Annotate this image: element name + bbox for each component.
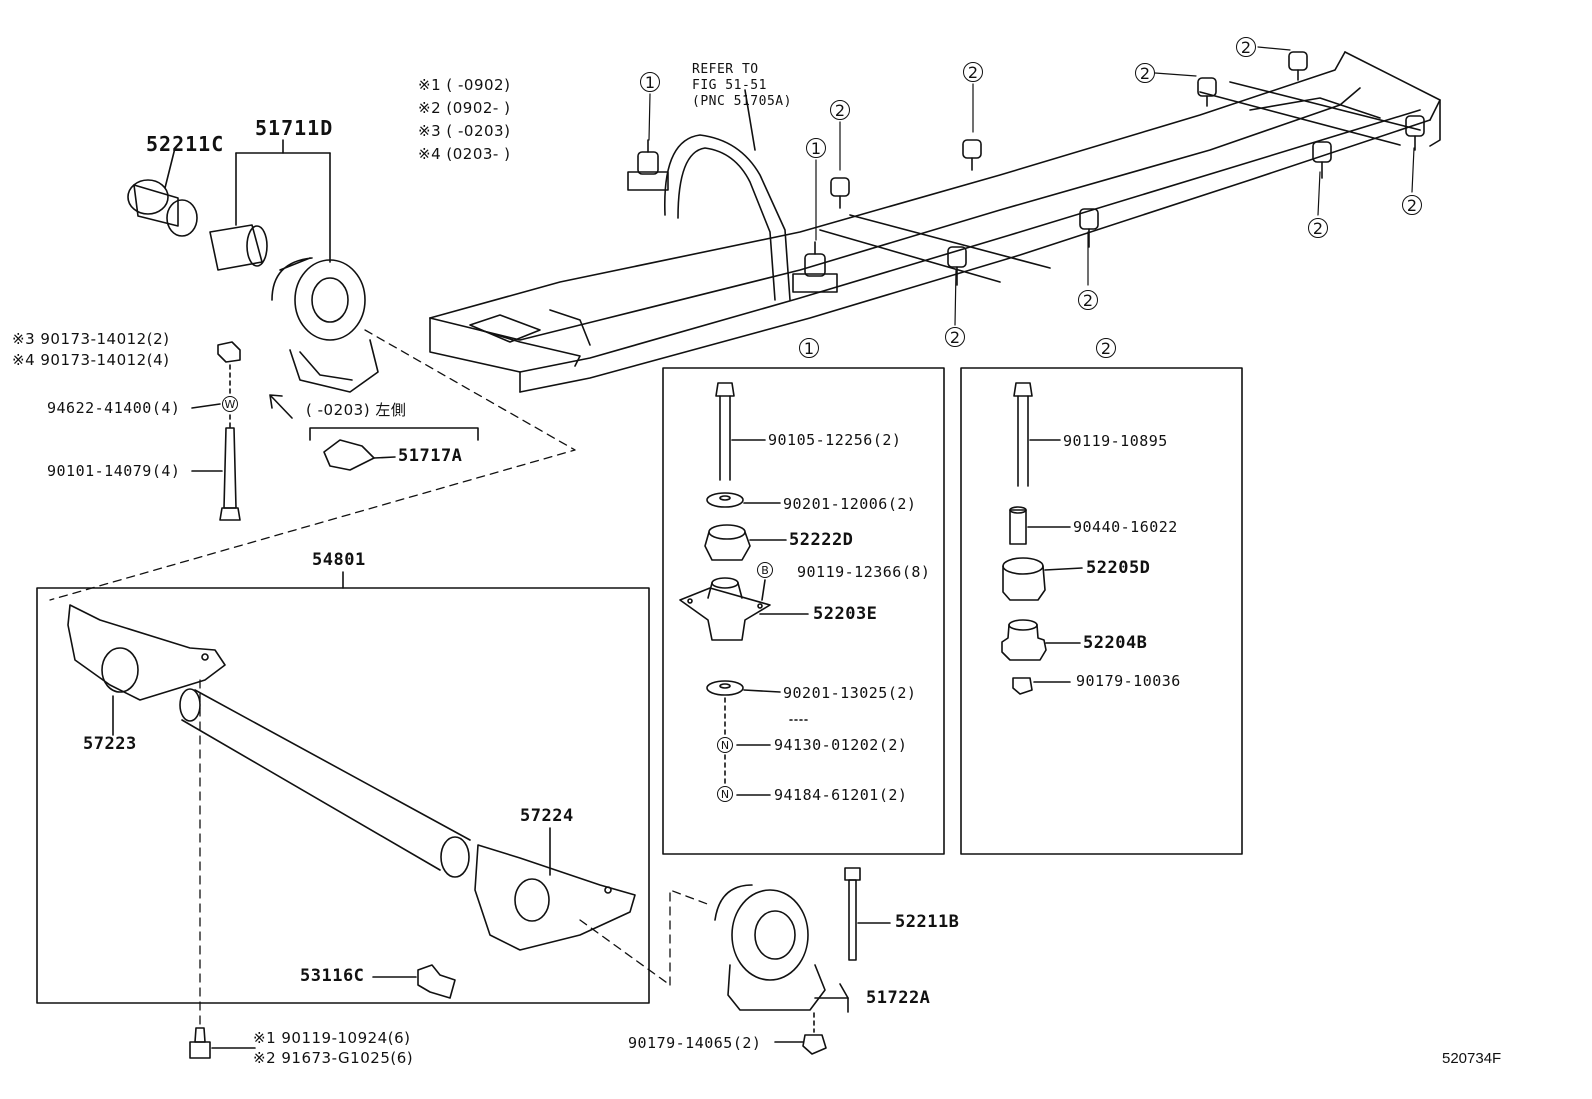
- label-51722A: 51722A: [866, 988, 931, 1008]
- label-90119-10895: 90119-10895: [1063, 432, 1168, 450]
- callout-2: 2: [830, 100, 850, 120]
- box-2-callout: 2: [1096, 338, 1116, 358]
- label-52204B: 52204B: [1083, 633, 1148, 653]
- nut-marker: N: [717, 786, 733, 802]
- label-94130: 94130-01202(2): [774, 736, 908, 754]
- washer-marker: W: [222, 396, 238, 412]
- box-1-callout: 1: [799, 338, 819, 358]
- frame-mounts: [627, 51, 1425, 293]
- label-90119-12366: 90119-12366(8): [797, 563, 931, 581]
- label-90179-10036: 90179-10036: [1076, 672, 1181, 690]
- note-1: ※1 ( -0902): [418, 76, 511, 94]
- callout-2: 2: [1236, 37, 1256, 57]
- box-2: [960, 367, 1243, 855]
- nut-marker: N: [717, 737, 733, 753]
- label-90179-14065: 90179-14065(2): [628, 1034, 762, 1052]
- label-52211C: 52211C: [146, 132, 225, 156]
- callout-1: 1: [640, 72, 660, 92]
- label-52203E: 52203E: [813, 604, 878, 624]
- label-57223: 57223: [83, 734, 137, 754]
- figure-id: 520734F: [1442, 1050, 1502, 1067]
- label-90201-13025: 90201-13025(2): [783, 684, 917, 702]
- callout-2: 2: [945, 327, 965, 347]
- label-90173-a: ※3 90173-14012(2): [12, 330, 170, 348]
- refer-line-1: REFER TO: [692, 62, 759, 77]
- note-4: ※4 (0203- ): [418, 145, 511, 163]
- callout-leaders: [648, 46, 1415, 326]
- refer-line-2: FIG 51-51: [692, 78, 767, 93]
- label-90105: 90105-12256(2): [768, 431, 902, 449]
- callout-2: 2: [1078, 290, 1098, 310]
- refer-line-3: (PNC 51705A): [692, 94, 792, 109]
- note-2: ※2 (0902- ): [418, 99, 511, 117]
- label-90119-10924: ※1 90119-10924(6): [253, 1029, 411, 1047]
- callout-2: 2: [1135, 63, 1155, 83]
- label-left-side: ( -0203) 左側: [306, 401, 407, 419]
- label-90201-12006: 90201-12006(2): [783, 495, 917, 513]
- callout-1: 1: [806, 138, 826, 158]
- label-94184: 94184-61201(2): [774, 786, 908, 804]
- small-parts-left: [191, 341, 479, 521]
- note-3: ※3 ( -0203): [418, 122, 511, 140]
- label-90101: 90101-14079(4): [47, 462, 181, 480]
- label-52211B: 52211B: [895, 912, 960, 932]
- box-1: [662, 367, 945, 855]
- part-52211C-drawing: [127, 147, 198, 237]
- label-52205D: 52205D: [1086, 558, 1151, 578]
- callout-2: 2: [1402, 195, 1422, 215]
- label-51717A: 51717A: [398, 446, 463, 466]
- label-94622: 94622-41400(4): [47, 399, 181, 417]
- callout-2: 2: [963, 62, 983, 82]
- bolt-marker: B: [757, 562, 773, 578]
- vehicle-frame: [429, 51, 1441, 393]
- label-57224: 57224: [520, 806, 574, 826]
- label-54801: 54801: [312, 550, 366, 570]
- label-90173-b: ※4 90173-14012(4): [12, 351, 170, 369]
- callout-2: 2: [1308, 218, 1328, 238]
- label-90440: 90440-16022: [1073, 518, 1178, 536]
- part-51711D-drawing: [209, 139, 379, 393]
- dashed-links: [49, 329, 711, 1031]
- label-53116C: 53116C: [300, 966, 365, 986]
- label-51711D: 51711D: [255, 116, 334, 140]
- part-51722A-drawing: [714, 867, 891, 1055]
- label-91673: ※2 91673-G1025(6): [253, 1049, 414, 1067]
- assembly-54801-box: [36, 571, 650, 1004]
- bolt-90119-10924-drawing: [189, 1027, 256, 1059]
- label-52222D: 52222D: [789, 530, 854, 550]
